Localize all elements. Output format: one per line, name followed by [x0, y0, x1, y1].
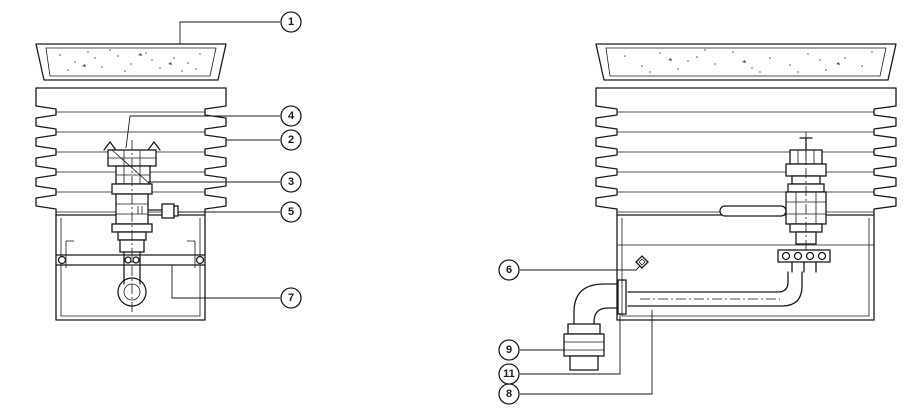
left-leader-lines: [125, 21, 280, 299]
callout-6: 6: [498, 259, 520, 281]
right-pipe-run: [563, 271, 803, 371]
callout-4-label: 4: [288, 110, 295, 122]
callout-9: 9: [498, 339, 520, 361]
left-lid-concrete-texture: [59, 49, 201, 72]
callout-3: 3: [280, 171, 302, 193]
callout-9-label: 9: [506, 344, 512, 356]
left-view: [35, 21, 280, 321]
callout-8: 8: [498, 383, 520, 405]
left-lower-box: [55, 214, 206, 321]
callout-1-label: 1: [288, 16, 294, 28]
callout-2-label: 2: [288, 134, 294, 146]
callout-11-label: 11: [503, 368, 515, 380]
callout-8-label: 8: [506, 388, 512, 400]
left-valve-assembly: [103, 140, 179, 312]
right-valve-assembly: [719, 132, 827, 252]
callout-11: 11: [498, 363, 520, 385]
right-rib-lines: [617, 111, 874, 213]
callout-1: 1: [280, 11, 302, 33]
right-marker-diamond: [635, 255, 649, 269]
callout-7: 7: [280, 287, 302, 309]
callout-6-label: 6: [506, 264, 512, 276]
right-leader-lines: [520, 265, 653, 395]
callout-7-label: 7: [288, 292, 294, 304]
right-corrugated-body: [595, 87, 897, 216]
callout-2: 2: [280, 129, 302, 151]
right-view: [520, 43, 897, 395]
right-lid-concrete-texture: [624, 49, 873, 73]
right-concrete-lid: [595, 43, 897, 81]
callout-4: 4: [280, 105, 302, 127]
callout-3-label: 3: [288, 176, 294, 188]
callout-5-label: 5: [288, 206, 294, 218]
callout-5: 5: [280, 201, 302, 223]
right-lower-box: [616, 214, 875, 321]
right-bolt-bracket: [777, 249, 831, 273]
left-support-bracket: [55, 240, 206, 268]
left-concrete-lid: [35, 43, 227, 81]
